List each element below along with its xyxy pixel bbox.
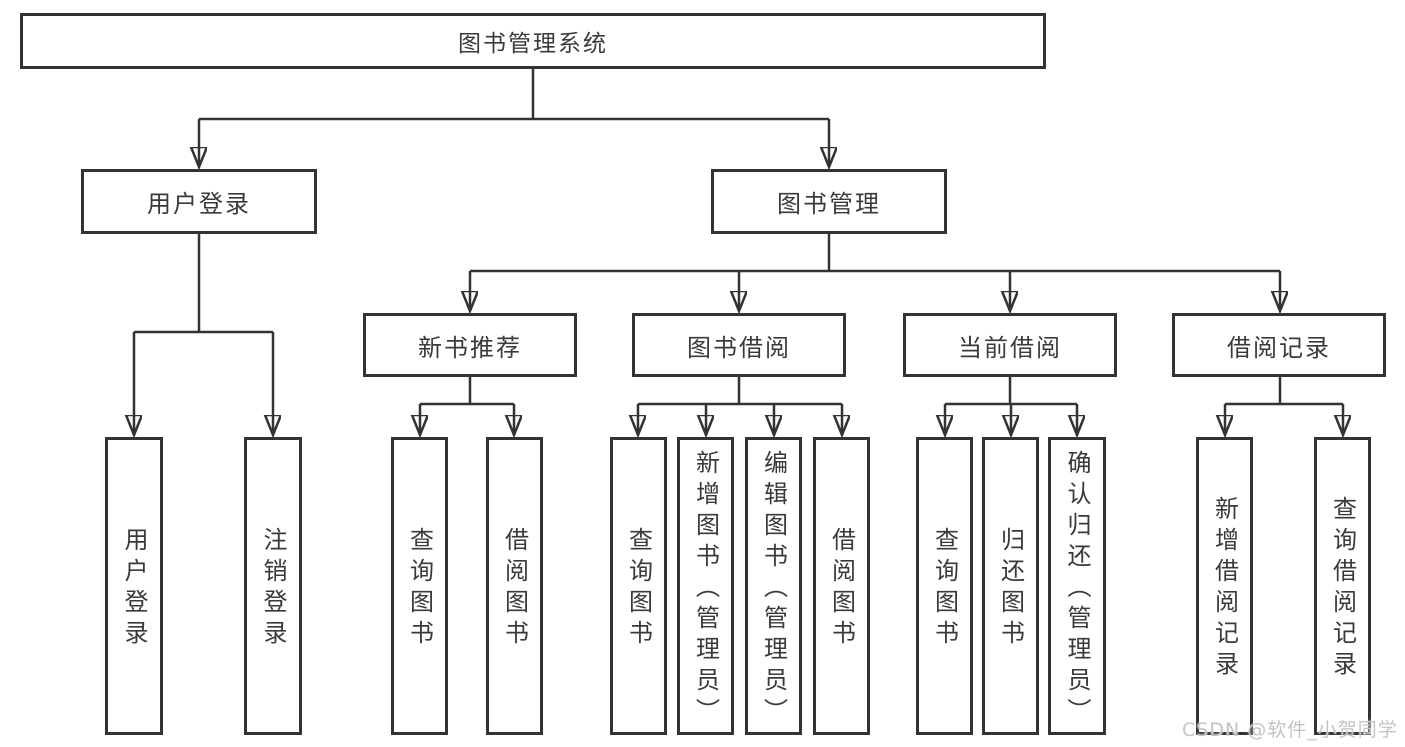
node-leaf-records-query: 查询借阅记录 [1314,437,1371,735]
node-leaf-borrow-edit-admin: 编辑图书（管理员） [745,437,802,735]
node-borrow-records: 借阅记录 [1172,313,1386,377]
node-book-management: 图书管理 [711,169,947,234]
node-leaf-borrow-add-admin: 新增图书（管理员） [677,437,734,735]
connector-current-borrow-split [945,377,1077,406]
connector-book-management-split [470,234,1280,273]
node-leaf-current-query: 查询图书 [916,437,973,735]
node-root-system: 图书管理系统 [20,13,1046,69]
node-leaf-user-login: 用户登录 [105,437,163,735]
connector-book-borrow-split [638,377,842,406]
node-leaf-newbook-query: 查询图书 [391,437,448,735]
node-leaf-records-add: 新增借阅记录 [1196,437,1253,735]
connector-root-split [199,69,829,121]
node-leaf-borrow-query: 查询图书 [610,437,667,735]
connector-new-book-split [420,377,514,406]
connector-user-login-split [134,234,273,334]
connector-borrow-records-split [1225,377,1343,406]
node-leaf-current-return: 归还图书 [982,437,1039,735]
node-leaf-current-confirm-admin: 确认归还（管理员） [1048,437,1106,735]
node-new-book-recommend: 新书推荐 [363,313,577,377]
node-leaf-borrow-borrow: 借阅图书 [813,437,870,735]
node-user-login: 用户登录 [81,169,317,234]
csdn-watermark: CSDN @软件_小贺同学 [1182,719,1398,741]
node-leaf-logout: 注销登录 [244,437,302,735]
node-book-borrow: 图书借阅 [632,313,846,377]
node-leaf-newbook-borrow: 借阅图书 [486,437,543,735]
node-current-borrow: 当前借阅 [903,313,1117,377]
